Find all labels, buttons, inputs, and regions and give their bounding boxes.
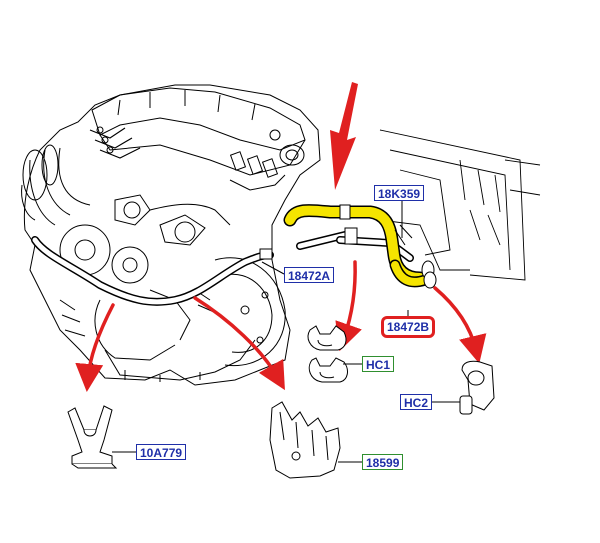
bracket-18599-illustration (269, 401, 362, 479)
bracket-10a779-illustration (67, 405, 136, 469)
body-structure-illustration (379, 129, 541, 281)
label-18599: 18599 (362, 454, 404, 470)
label-18472a: 18472A (284, 267, 335, 283)
arrow-to-10a779 (75, 303, 115, 392)
hose-18472a-illustration (31, 227, 414, 306)
clip-hc2-illustration (432, 360, 495, 415)
label-18k359: 18K359 (374, 185, 425, 201)
arrow-to-hc1 (335, 260, 362, 352)
label-10a779: 10A779 (136, 444, 187, 460)
engine-illustration (21, 84, 321, 386)
arrow-to-hc2 (433, 286, 487, 364)
label-18472b: 18472B (381, 316, 436, 338)
arrow-to-18599 (193, 296, 285, 391)
label-hc2: HC2 (400, 394, 433, 410)
callout-arrows (75, 260, 487, 392)
label-hc1: HC1 (362, 356, 395, 372)
red-pointer-arrow (330, 82, 358, 190)
hose-18472b-highlighted (283, 203, 437, 289)
clip-hc1-illustration (307, 325, 362, 383)
